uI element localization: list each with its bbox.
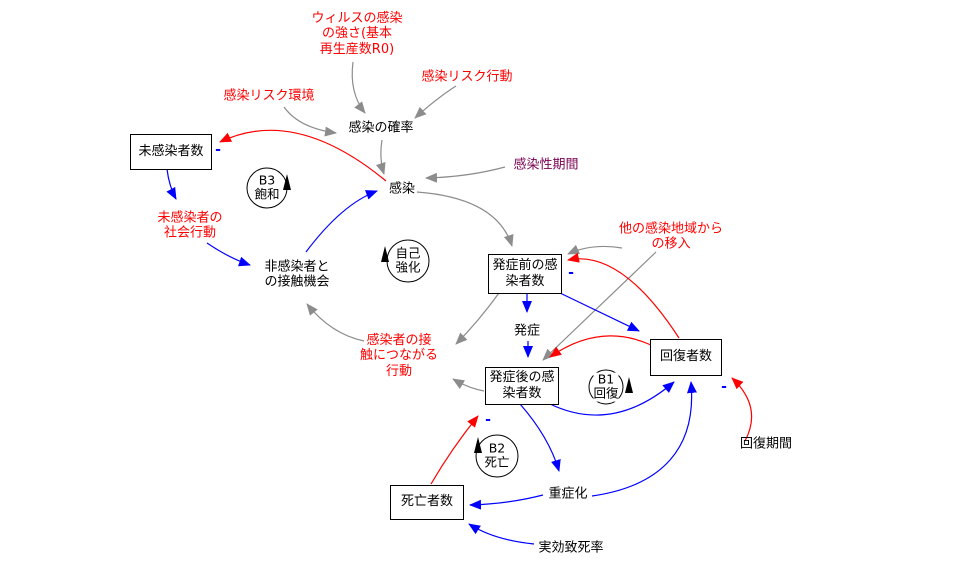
link-probability-to-infection xyxy=(375,139,386,175)
link-pre-onset-to-recovered xyxy=(559,292,640,332)
link-infection-to-uninfected xyxy=(219,129,387,182)
var-infectious-period[interactable]: 感染性期間 xyxy=(513,157,579,173)
loop-label-b3-saturation[interactable]: B3 飽和 xyxy=(254,172,280,203)
link-pre-onset-to-contact-behavior xyxy=(455,292,500,345)
link-virus-strength-to-probability xyxy=(351,61,366,114)
link-social-behavior-to-opportunity xyxy=(206,242,251,267)
link-contact-behavior-to-opportunity xyxy=(306,303,365,342)
loop-b1-arrow-icon xyxy=(625,377,633,393)
link-recovery-period-to-recovered xyxy=(731,377,753,442)
stock-pre-onset-infected[interactable]: 発症前の感 染者数 xyxy=(488,254,562,294)
minus-sign-recovered: - xyxy=(721,379,727,395)
stock-post-onset-infected[interactable]: 発症後の感 染者数 xyxy=(485,367,559,405)
loop-b1-circle xyxy=(588,369,624,405)
link-post-onset-to-contact-behavior xyxy=(452,378,485,392)
loop-label-b2-death[interactable]: B2 死亡 xyxy=(484,440,510,471)
link-post-onset-to-recovered xyxy=(547,381,675,416)
var-import-from-other-regions[interactable]: 他の感染地域から の移入 xyxy=(618,221,724,252)
stock-recovered[interactable]: 回復者数 xyxy=(650,339,722,376)
loop-label-self-reinforcing[interactable]: 自己 強化 xyxy=(395,245,421,276)
var-infection-probability[interactable]: 感染の確率 xyxy=(348,120,414,136)
loop-b2-circle xyxy=(475,434,519,478)
link-import-to-pre-onset xyxy=(567,244,623,255)
var-infection[interactable]: 感染 xyxy=(388,181,416,197)
link-infection-to-pre-onset xyxy=(416,191,514,247)
loop-b3-arrow-icon xyxy=(283,174,291,190)
link-severe-to-deaths xyxy=(469,494,544,510)
var-infection-risk-behavior[interactable]: 感染リスク行動 xyxy=(421,69,513,85)
link-severe-to-recovered xyxy=(591,381,697,497)
link-post-onset-to-severe xyxy=(519,403,561,472)
link-opportunity-to-infection xyxy=(305,190,378,253)
loop-self-reinforcing-arrow-icon xyxy=(381,246,389,262)
stock-uninfected[interactable]: 未感染者数 xyxy=(130,134,212,170)
link-fatality-rate-to-deaths xyxy=(468,523,535,545)
loop-label-b1-recovery[interactable]: B1 回復 xyxy=(593,371,619,402)
var-severe[interactable]: 重症化 xyxy=(548,486,588,502)
var-onset[interactable]: 発症 xyxy=(513,323,541,339)
var-contact-opportunity[interactable]: 非感染者と の接触機会 xyxy=(264,259,330,290)
var-effective-fatality-rate[interactable]: 実効致死率 xyxy=(538,540,604,556)
link-recovered-to-pre-onset xyxy=(567,252,680,339)
link-risk-behavior-to-probability xyxy=(414,85,457,119)
minus-sign-uninfected: - xyxy=(215,142,221,158)
minus-sign-pre-onset: - xyxy=(568,265,574,281)
link-deaths-to-post-onset xyxy=(430,415,479,485)
minus-sign-post-onset: - xyxy=(485,412,491,428)
var-recovery-period[interactable]: 回復期間 xyxy=(739,436,793,452)
var-infected-contact-behavior[interactable]: 感染者の接 触につながる 行動 xyxy=(359,333,439,379)
loop-b2-arrow-icon xyxy=(474,437,482,453)
var-uninfected-social-behavior[interactable]: 未感染者の 社会行動 xyxy=(157,210,223,241)
link-import-to-post-onset xyxy=(542,251,657,361)
link-risk-env-to-probability xyxy=(283,106,337,137)
var-virus-strength-r0[interactable]: ウィルスの感染 の強さ(基本 再生産数R0) xyxy=(311,11,403,57)
link-infectious-period-to-infection xyxy=(425,166,506,183)
var-infection-risk-environment[interactable]: 感染リスク環境 xyxy=(223,88,315,104)
link-uninfected-to-social-behavior xyxy=(166,168,177,200)
stock-deaths[interactable]: 死亡者数 xyxy=(390,485,464,520)
link-recovered-to-post-onset xyxy=(549,335,652,358)
